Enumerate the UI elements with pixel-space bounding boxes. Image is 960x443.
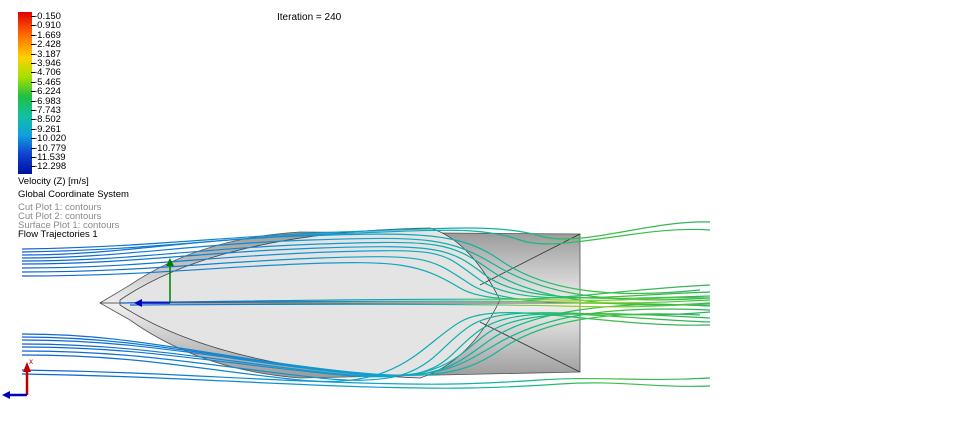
legend-tick: -7.743 — [31, 105, 61, 116]
legend-tick: -10.020 — [30, 133, 67, 145]
legend-tick: -9.261 — [31, 123, 61, 135]
legend-tick: -10.779 — [30, 142, 67, 154]
plot-list-item[interactable]: Cut Plot 1: contours — [18, 202, 102, 213]
wake-trajectories — [119, 296, 711, 308]
legend-tick: -12.298 — [30, 161, 67, 173]
legend-tick: -3.946 — [31, 58, 61, 69]
color-legend: -0.150 -0.910 -1.669 -2.428 -3.187 -3.94… — [18, 10, 138, 180]
plot-list-item[interactable]: Surface Plot 1: contours — [18, 220, 120, 231]
local-axes — [134, 258, 174, 307]
legend-tick: -8.502 — [31, 114, 61, 126]
coordinate-system-label: Global Coordinate System — [18, 189, 129, 200]
legend-tick: -6.983 — [31, 95, 61, 107]
legend-tick: -0.910 — [31, 20, 61, 32]
legend-tick: -1.669 — [31, 29, 61, 41]
legend-ticks: -0.150 -0.910 -1.669 -2.428 -3.187 -3.94… — [30, 11, 134, 174]
legend-tick: -2.428 — [31, 39, 61, 51]
plot-list-item-active[interactable]: Flow Trajectories 1 — [18, 229, 98, 240]
legend-tick: -5.465 — [31, 76, 61, 88]
triad-axis-label: x — [29, 357, 33, 366]
colorbar — [18, 12, 32, 174]
legend-tick: -11.539 — [31, 152, 66, 163]
legend-tick: -4.706 — [31, 67, 61, 79]
legend-title: Velocity (Z) [m/s] — [18, 176, 89, 187]
legend-tick: -3.187 — [31, 48, 61, 60]
legend-tick: -6.224 — [31, 86, 61, 98]
plot-list-item[interactable]: Cut Plot 2: contours — [18, 211, 102, 222]
coordinate-triad[interactable]: x — [2, 357, 33, 399]
flow-trajectories-lower — [21, 303, 711, 389]
flow-trajectories-upper — [21, 221, 711, 307]
iteration-label: Iteration = 240 — [277, 12, 342, 23]
legend-tick: -0.150 — [31, 11, 61, 22]
